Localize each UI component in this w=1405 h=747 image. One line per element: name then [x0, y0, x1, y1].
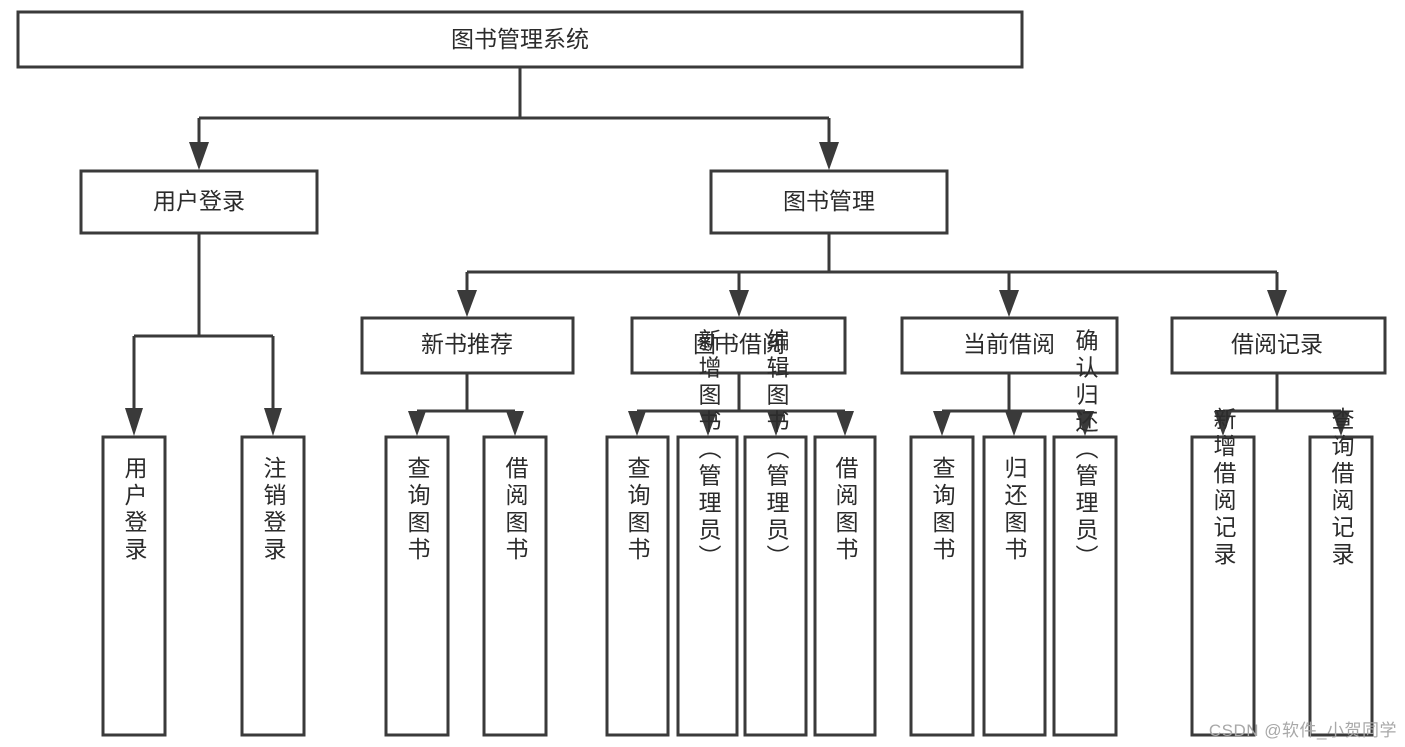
node-borrow-record[interactable]: 借阅记录 — [1170, 316, 1387, 375]
node-book-borrow[interactable]: 图书借阅 — [630, 316, 847, 375]
arrow-head-current-borrow — [999, 290, 1019, 317]
user-login-box — [79, 169, 319, 235]
arrow-head-new-book-recommend — [457, 290, 477, 317]
arrow-head-user-login — [189, 142, 209, 170]
arrow-head-leaf-edit-book-admin — [767, 411, 785, 436]
leaf-query-book-2-box — [605, 435, 670, 737]
node-user-login[interactable]: 用户登录 — [79, 169, 319, 235]
node-book-management[interactable]: 图书管理 — [709, 169, 949, 235]
arrow-head-leaf-borrow-book-2 — [836, 411, 854, 436]
arrow-head-leaf-user-login — [125, 408, 143, 436]
arrow-head-leaf-borrow-book-1 — [506, 411, 524, 436]
node-root[interactable]: 图书管理系统 — [16, 10, 1024, 69]
node-leaf-return-book[interactable]: 归还图书 — [982, 435, 1047, 737]
current-borrow-box — [900, 316, 1119, 375]
node-current-borrow[interactable]: 当前借阅 — [900, 316, 1119, 375]
csdn-watermark: CSDN @软件_小贺同学 — [1208, 721, 1397, 740]
leaf-return-book-box — [982, 435, 1047, 737]
node-leaf-borrow-book-2[interactable]: 借阅图书 — [813, 435, 877, 737]
arrow-head-leaf-query-book-3 — [933, 411, 951, 436]
leaf-borrow-book-1-box — [482, 435, 548, 737]
arrow-head-leaf-add-borrow-record — [1214, 411, 1232, 436]
leaf-add-borrow-record-box — [1190, 435, 1256, 737]
leaf-return-book-label: 归还图书 — [1001, 456, 1028, 564]
node-leaf-add-borrow-record[interactable]: 新增借阅记录 — [1190, 407, 1256, 737]
node-leaf-query-book-1[interactable]: 查询图书 — [384, 435, 450, 737]
arrow-head-book-borrow — [729, 290, 749, 317]
arrow-head-leaf-return-book — [1005, 411, 1023, 436]
node-leaf-query-borrow-record[interactable]: 查询借阅记录 — [1308, 407, 1374, 737]
connector-layer — [125, 67, 1350, 436]
leaf-query-book-1-label: 查询图书 — [404, 456, 431, 564]
new-book-recommend-box — [360, 316, 575, 375]
node-leaf-confirm-return-admin[interactable]: 确认归还（管理员） — [1052, 329, 1118, 737]
leaf-query-book-3-label: 查询图书 — [929, 456, 956, 564]
user-login-label: 用户登录 — [153, 188, 245, 214]
leaf-add-borrow-record-label: 新增借阅记录 — [1210, 407, 1237, 569]
node-leaf-user-login[interactable]: 用户登录 — [101, 435, 167, 737]
node-leaf-borrow-book-1[interactable]: 借阅图书 — [482, 435, 548, 737]
leaf-user-login-box — [101, 435, 167, 737]
node-leaf-query-book-2[interactable]: 查询图书 — [605, 435, 670, 737]
current-borrow-label: 当前借阅 — [963, 331, 1055, 357]
leaf-borrow-book-2-box — [813, 435, 877, 737]
arrow-head-leaf-user-logout — [264, 408, 282, 436]
leaf-query-book-2-label: 查询图书 — [624, 456, 651, 564]
arrow-head-leaf-confirm-return-admin — [1076, 411, 1094, 436]
leaf-query-book-3-box — [909, 435, 975, 737]
node-leaf-query-book-3[interactable]: 查询图书 — [909, 435, 975, 737]
arrow-head-leaf-query-borrow-record — [1332, 411, 1350, 436]
leaf-user-logout-box — [240, 435, 306, 737]
node-new-book-recommend[interactable]: 新书推荐 — [360, 316, 575, 375]
arrow-head-leaf-add-book-admin — [699, 411, 717, 436]
leaf-query-book-1-box — [384, 435, 450, 737]
node-leaf-user-logout[interactable]: 注销登录 — [240, 435, 306, 737]
leaf-query-borrow-record-box — [1308, 435, 1374, 737]
root-label: 图书管理系统 — [451, 26, 589, 52]
arrow-head-leaf-query-book-1 — [408, 411, 426, 436]
arrow-head-leaf-query-book-2 — [628, 411, 646, 436]
book-borrow-label: 图书借阅 — [693, 331, 785, 357]
leaf-confirm-return-admin-box — [1052, 435, 1118, 737]
leaf-edit-book-admin-label: 编辑图书（管理员） — [763, 329, 790, 572]
leaf-borrow-book-2-label: 借阅图书 — [832, 456, 859, 564]
arrow-head-book-management — [819, 142, 839, 170]
leaf-query-borrow-record-label: 查询借阅记录 — [1328, 407, 1355, 569]
leaf-user-login-label: 用户登录 — [121, 456, 148, 564]
leaf-add-book-admin-box — [676, 435, 739, 737]
leaf-edit-book-admin-box — [743, 435, 808, 737]
borrow-record-box — [1170, 316, 1387, 375]
leaf-confirm-return-admin-label: 确认归还（管理员） — [1072, 329, 1099, 572]
leaf-user-logout-label: 注销登录 — [260, 456, 287, 564]
borrow-record-label: 借阅记录 — [1231, 331, 1323, 357]
leaf-add-book-admin-label: 新增图书（管理员） — [695, 329, 722, 572]
node-leaf-add-book-admin[interactable]: 新增图书（管理员） — [676, 329, 739, 737]
node-leaf-edit-book-admin[interactable]: 编辑图书（管理员） — [743, 329, 808, 737]
new-book-recommend-label: 新书推荐 — [421, 331, 513, 357]
book-management-label: 图书管理 — [783, 188, 875, 214]
arrow-head-borrow-record — [1267, 290, 1287, 317]
book-borrow-box — [630, 316, 847, 375]
root-box — [16, 10, 1024, 69]
book-management-box — [709, 169, 949, 235]
leaf-borrow-book-1-label: 借阅图书 — [502, 456, 529, 564]
